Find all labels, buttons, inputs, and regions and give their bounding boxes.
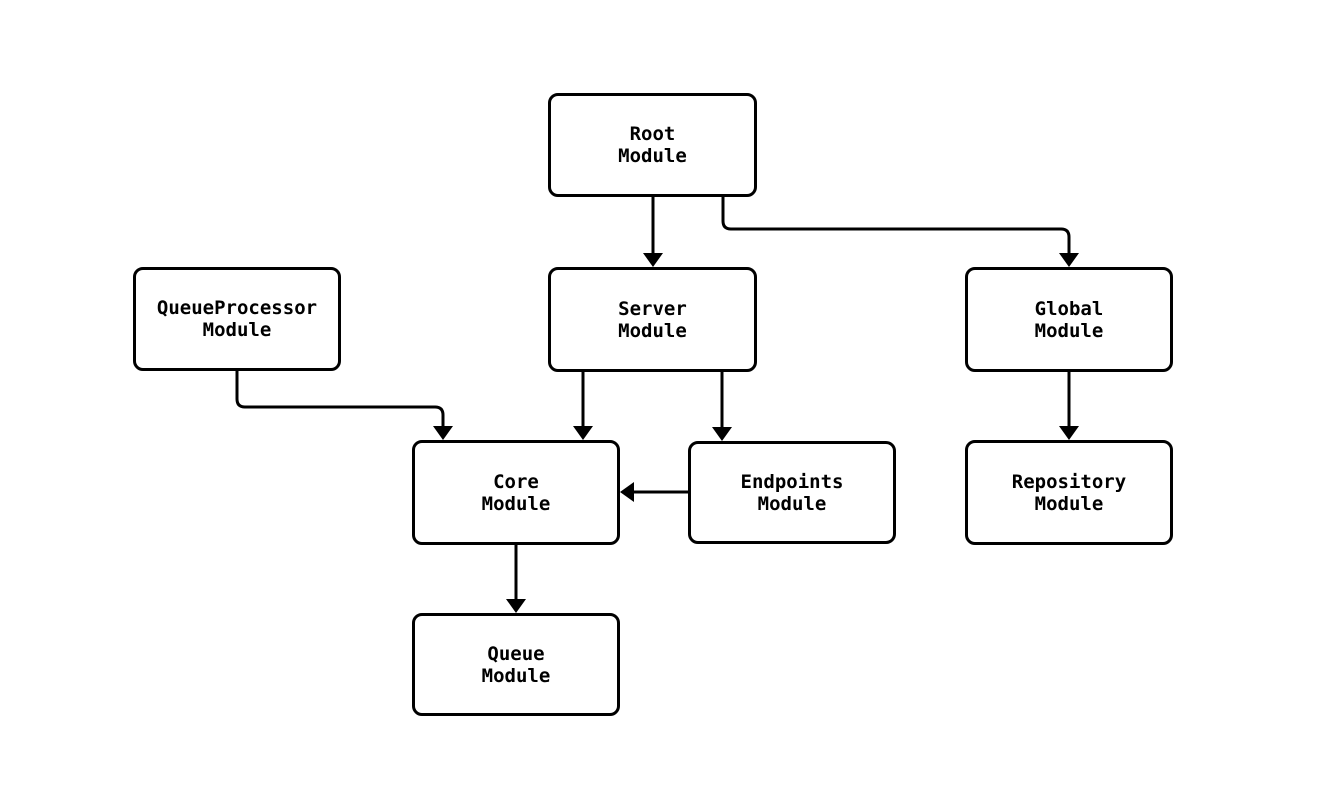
node-server-module: Server Module	[548, 267, 757, 372]
arrowhead-core-to-queue	[506, 599, 526, 613]
node-root-module: Root Module	[548, 93, 757, 197]
node-core-module: Core Module	[412, 440, 620, 545]
node-repository-module-label: Repository Module	[1011, 470, 1127, 515]
arrowhead-endpoints-to-core	[620, 482, 634, 502]
node-root-module-label: Root Module	[618, 123, 687, 167]
edge-root-to-global	[721, 197, 1071, 255]
node-core-module-label: Core Module	[481, 470, 551, 515]
node-global-module: Global Module	[965, 267, 1173, 372]
arrowhead-queueprocessor-to-core	[433, 426, 453, 440]
arrowhead-root-to-global	[1059, 253, 1079, 267]
node-server-module-label: Server Module	[618, 297, 687, 342]
arrowhead-global-to-repository	[1059, 426, 1079, 440]
arrowhead-server-to-endpoints	[712, 427, 732, 441]
arrowhead-root-to-server	[643, 253, 663, 267]
node-queueprocessor-module: QueueProcessor Module	[133, 267, 341, 371]
node-queue-module: Queue Module	[412, 613, 620, 716]
node-endpoints-module-label: Endpoints Module	[740, 470, 844, 515]
node-global-module-label: Global Module	[1034, 297, 1104, 342]
edge-queueprocessor-to-core	[235, 371, 445, 428]
node-repository-module: Repository Module	[965, 440, 1173, 545]
arrowhead-server-to-core	[573, 426, 593, 440]
node-queueprocessor-module-label: QueueProcessor Module	[156, 297, 318, 341]
node-queue-module-label: Queue Module	[481, 642, 551, 687]
node-endpoints-module: Endpoints Module	[688, 441, 896, 544]
